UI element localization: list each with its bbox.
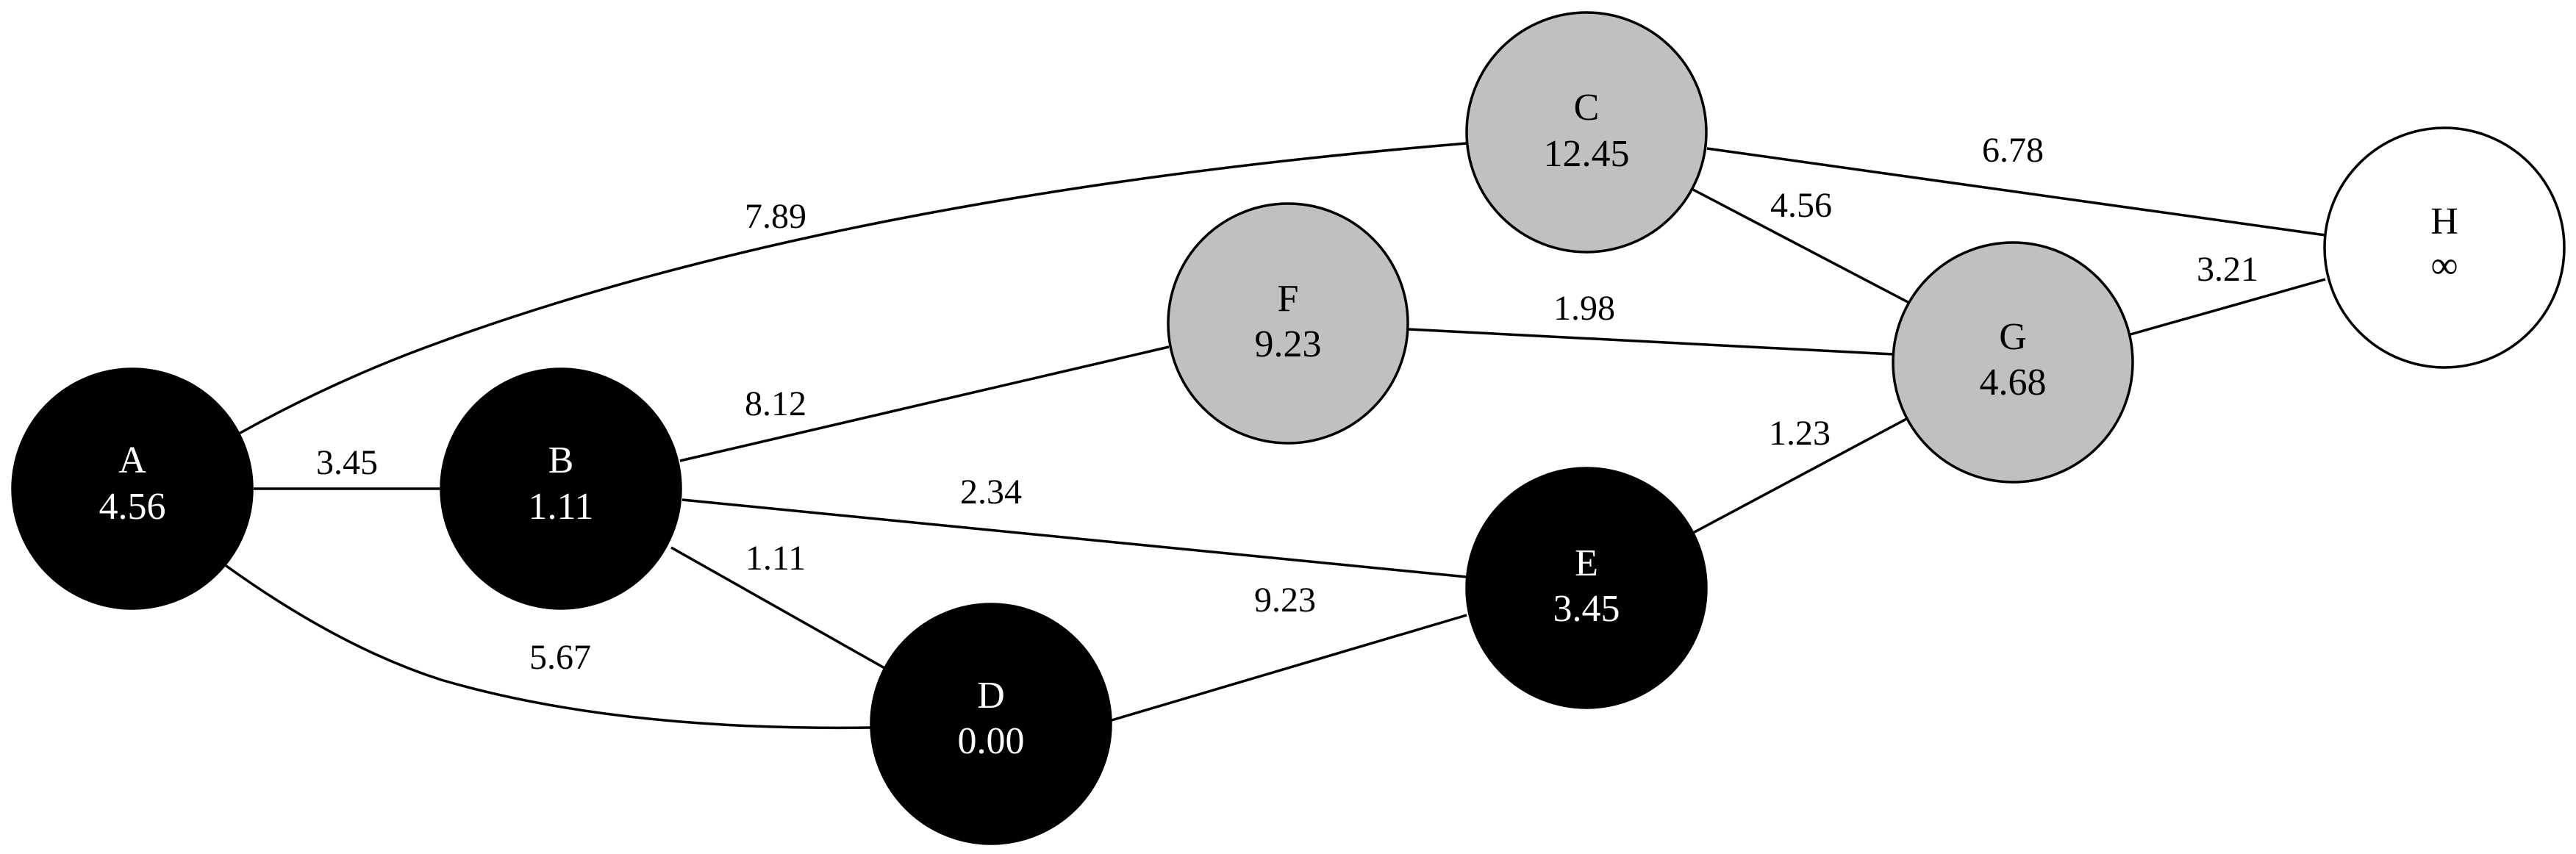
edge-c-g: [1692, 188, 1910, 304]
edge-b-e: [681, 498, 1467, 578]
node-d-circle: [870, 603, 1112, 845]
node-a-name: A: [118, 439, 146, 481]
edge-e-g: [1692, 416, 1910, 534]
node-h: H ∞: [2323, 126, 2566, 369]
nodes: A 4.56 B 1.11 C 12.45 D 0.00 E 3.45 F 9.…: [11, 11, 2566, 845]
edge-label-a-d: 5.67: [529, 638, 591, 677]
edge-f-g: [1408, 328, 1894, 356]
edge-c-h: [1706, 147, 2326, 237]
node-d-name: D: [977, 675, 1005, 717]
node-c-circle: [1465, 11, 1708, 254]
node-e-distance: 3.45: [1553, 588, 1620, 630]
node-h-distance: ∞: [2430, 245, 2458, 287]
node-c-name: C: [1574, 87, 1600, 129]
node-b-name: B: [548, 439, 574, 481]
node-a-circle: [11, 367, 254, 610]
node-g-name: G: [1999, 316, 2027, 358]
edge-label-a-c: 7.89: [745, 197, 806, 236]
node-g: G 4.68: [1892, 241, 2134, 484]
edge-label-d-e: 9.23: [1254, 581, 1316, 620]
node-c-distance: 12.45: [1544, 133, 1630, 175]
node-e-circle: [1465, 467, 1708, 709]
edge-label-b-e: 2.34: [960, 473, 1022, 512]
node-g-distance: 4.68: [1980, 362, 2047, 403]
edge-a-d: [223, 563, 872, 730]
edge-label-a-b: 3.45: [316, 443, 378, 482]
node-f: F 9.23: [1167, 202, 1409, 445]
edge-label-c-h: 6.78: [1982, 131, 2044, 170]
node-b: B 1.11: [440, 367, 682, 610]
edge-b-d: [670, 546, 887, 670]
edge-label-f-g: 1.98: [1553, 289, 1615, 328]
edge-labels: 3.45 7.89 5.67 8.12 2.34 1.11 9.23 1.98 …: [316, 131, 2258, 677]
node-g-circle: [1892, 241, 2134, 484]
node-c: C 12.45: [1465, 11, 1708, 254]
node-f-distance: 9.23: [1255, 323, 1322, 365]
edge-label-e-g: 1.23: [1769, 414, 1831, 453]
edge-label-g-h: 3.21: [2197, 250, 2258, 289]
node-e-name: E: [1575, 542, 1598, 584]
node-f-name: F: [1278, 278, 1299, 320]
node-e: E 3.45: [1465, 467, 1708, 709]
edge-label-b-d: 1.11: [745, 539, 806, 578]
node-b-distance: 1.11: [528, 486, 593, 528]
edges: [223, 142, 2326, 730]
node-d: D 0.00: [870, 603, 1112, 845]
node-d-distance: 0.00: [958, 720, 1025, 762]
edge-label-b-f: 8.12: [745, 384, 806, 423]
node-a-distance: 4.56: [99, 486, 166, 528]
edge-d-e: [1111, 614, 1467, 722]
node-f-circle: [1167, 202, 1409, 445]
edge-g-h: [2130, 278, 2326, 336]
node-a: A 4.56: [11, 367, 254, 610]
node-h-circle: [2323, 126, 2566, 369]
edge-b-f: [679, 345, 1170, 462]
node-h-name: H: [2430, 201, 2458, 243]
edge-label-c-g: 4.56: [1770, 186, 1832, 225]
edge-a-c: [238, 142, 1467, 435]
node-b-circle: [440, 367, 682, 610]
